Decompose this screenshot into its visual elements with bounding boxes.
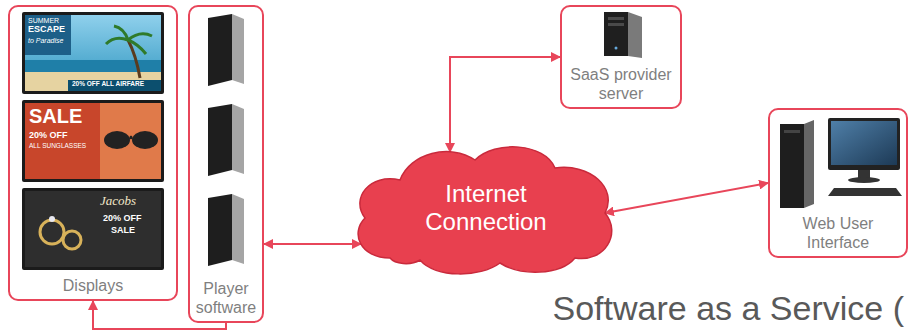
node-label: Displays [14, 277, 172, 295]
display-screen-picture [25, 60, 161, 72]
display-screen-picture [22, 12, 164, 94]
connector-arrow [450, 57, 560, 152]
display-screen: Jacobs 20% OFF SALE [22, 188, 164, 270]
display-screen-picture [25, 103, 161, 179]
display-screen-picture [22, 12, 164, 94]
desktop-computer [828, 118, 900, 170]
display-screen-picture [68, 80, 161, 91]
display-screen-picture [132, 131, 158, 149]
node-label: Player software [194, 280, 258, 317]
player-device [232, 194, 244, 264]
desktop-computer [784, 130, 800, 133]
display-screen-picture [22, 188, 164, 270]
display-screen-picture [22, 100, 164, 182]
display-screen: SALE 20% OFF ALL SUNGLASSES [22, 100, 164, 182]
label-area: SaaS provider server [566, 66, 676, 103]
display-screen: SUMMERESCAPE to Paradise 20% OFF ALL AIRFA… [22, 12, 164, 94]
display-screen-picture [130, 137, 132, 140]
display-screen-picture [25, 15, 71, 55]
label-area: Displays [14, 277, 172, 295]
cloud-label: Internet Connection [401, 180, 571, 235]
display-screen-picture [49, 216, 55, 222]
display-screen-picture [104, 131, 130, 149]
display-text: to Paradise [28, 37, 63, 44]
display-text: 20% OFF ALL AIRFARE [72, 81, 144, 88]
server-tower [604, 12, 642, 58]
player-device [232, 14, 244, 84]
desktop-computer [858, 170, 870, 178]
server-tower [608, 17, 624, 20]
connector-arrow [264, 243, 361, 245]
client-box: Web User Interface [768, 108, 908, 258]
player-device [208, 14, 244, 266]
desktop-computer [780, 118, 902, 208]
display-text: SALE [111, 226, 135, 235]
node-label: SaaS provider server [566, 66, 676, 103]
display-text: 20% OFF [29, 131, 68, 140]
server-tower [604, 12, 628, 56]
group-box: Player software [188, 5, 264, 323]
display-text: SUMMER [28, 17, 59, 24]
diagram-title: Software as a Service ( [553, 289, 904, 328]
display-screen-picture [22, 100, 164, 182]
player-device [208, 14, 232, 86]
group-box: Displays SUMMERESCAPE to Paradise 20% OFF A… [8, 5, 178, 301]
display-text: 20% OFF [103, 214, 142, 223]
display-screen-picture [25, 191, 161, 267]
server-tower [608, 23, 624, 26]
display-text: ESCAPE [28, 25, 65, 34]
display-text: Jacobs [100, 194, 136, 207]
desktop-computer [848, 177, 880, 183]
display-screen-picture [40, 220, 64, 244]
display-screen-picture [63, 231, 81, 249]
player-device [232, 104, 244, 174]
desktop-computer [828, 188, 902, 196]
desktop-computer [831, 121, 897, 165]
cloud-outline [358, 147, 612, 274]
node-label: Web User Interface [774, 215, 902, 252]
label-area: Player software [194, 280, 258, 317]
desktop-computer [804, 120, 814, 208]
label-area: Web User Interface [774, 215, 902, 252]
display-text: SALE [29, 106, 82, 126]
server-box: SaaS provider server [560, 5, 682, 109]
server-tower [628, 12, 642, 58]
display-screen-picture [25, 15, 161, 91]
display-text: ALL SUNGLASSES [29, 143, 86, 150]
display-screen-picture [106, 26, 152, 54]
cloud-text-area: Internet Connection [350, 138, 622, 278]
connector-arrow [605, 183, 768, 213]
player-device [208, 104, 232, 176]
display-screen-picture [22, 188, 164, 270]
server-tower [615, 47, 618, 50]
player-device [208, 194, 232, 266]
desktop-computer [780, 124, 804, 208]
cloud-shape: Internet Connection [350, 138, 622, 278]
display-screen-picture [100, 103, 161, 179]
